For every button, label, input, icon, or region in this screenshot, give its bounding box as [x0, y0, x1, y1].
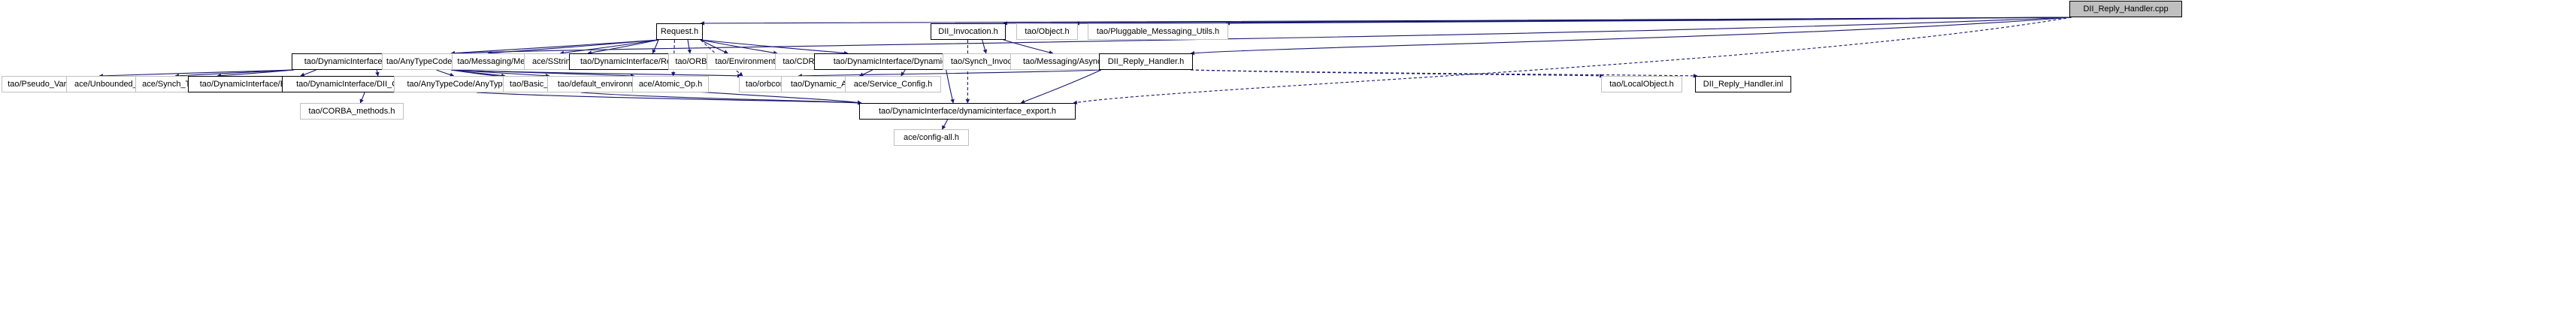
graph-edge [375, 69, 380, 77]
graph-node-tao-dynamicinterface-dynamicinterface-export-h[interactable]: tao/DynamicInterface/dynamicinterface_ex… [859, 103, 1076, 120]
graph-edge [559, 39, 659, 56]
graph-edge [450, 17, 2072, 56]
graph-node-ace-config-all-h[interactable]: ace/config-all.h [894, 129, 969, 146]
graph-edge [476, 92, 862, 105]
graph-node-tao-pluggable-messaging-utils-h[interactable]: tao/Pluggable_Messaging_Utils.h [1088, 23, 1228, 40]
graph-edge [1020, 69, 1102, 104]
graph-edge [1190, 17, 2072, 56]
graph-node-tao-object-h[interactable]: tao/Object.h [1016, 23, 1078, 40]
graph-node-dii-reply-handler-inl[interactable]: DII_Reply_Handler.inl [1695, 76, 1791, 92]
graph-edge [1190, 69, 1698, 78]
graph-edge [450, 69, 550, 78]
graph-node-request-h[interactable]: Request.h [656, 23, 703, 40]
graph-node-tao-corba-methods-h[interactable]: tao/CORBA_methods.h [300, 103, 404, 120]
graph-edge [700, 39, 778, 55]
graph-edge [700, 39, 743, 77]
graph-edge [700, 39, 728, 54]
graph-edge [798, 69, 1102, 78]
graph-node-ace-service-config-h[interactable]: ace/Service_Config.h [845, 76, 941, 92]
graph-edge [450, 69, 742, 78]
graph-edge [300, 69, 316, 77]
graph-edge [436, 69, 455, 77]
graph-edge [216, 69, 295, 78]
graph-edge [359, 92, 365, 104]
graph-edge [98, 69, 295, 78]
graph-edge [982, 39, 988, 54]
graph-edge [450, 39, 659, 56]
graph-edge [687, 39, 692, 54]
graph-node-dii-invocation-h[interactable]: DII_Invocation.h [931, 23, 1006, 40]
graph-edge [946, 69, 955, 104]
graph-edge [1003, 39, 1054, 55]
graph-edge [487, 39, 659, 56]
graph-edge [652, 39, 659, 54]
graph-node-dii-reply-handler-h[interactable]: DII_Reply_Handler.h [1099, 53, 1193, 70]
graph-node-tao-localobject-h[interactable]: tao/LocalObject.h [1601, 76, 1682, 92]
graph-edge [901, 69, 906, 77]
graph-edge [941, 119, 949, 130]
graph-node-dii-reply-handler-cpp[interactable]: DII_Reply_Handler.cpp [2069, 1, 2182, 17]
graph-edge [587, 39, 659, 55]
graph-edge [1225, 17, 2072, 26]
graph-edge [1073, 17, 2072, 105]
graph-edge [859, 69, 873, 77]
graph-node-ace-atomic-op-h[interactable]: ace/Atomic_Op.h [632, 76, 709, 92]
graph-edge [580, 92, 862, 105]
graph-edge [700, 39, 849, 56]
